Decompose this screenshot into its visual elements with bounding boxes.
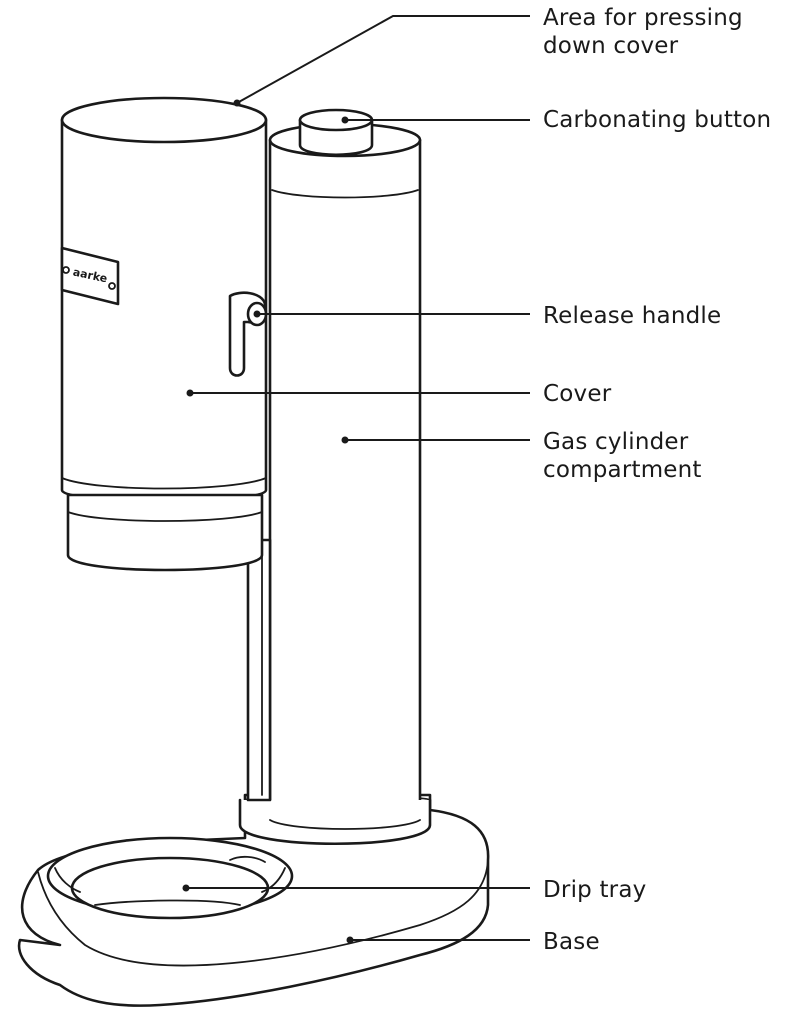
label-gas-cylinder: Gas cylinder compartment	[543, 429, 702, 483]
label-carbonating-button: Carbonating button	[543, 107, 772, 133]
leader-area-for-pressing	[236, 15, 530, 104]
cover: aarke	[60, 96, 268, 572]
brand-plate: aarke	[60, 246, 120, 306]
label-release-handle: Release handle	[543, 303, 722, 329]
carbonating-button	[298, 108, 374, 157]
leader-lines	[182, 15, 530, 944]
label-area-for-pressing: Area for pressing down cover	[543, 5, 743, 59]
support-rod	[246, 538, 272, 802]
label-cover: Cover	[543, 381, 612, 407]
label-drip-tray: Drip tray	[543, 877, 647, 903]
drip-tray	[46, 836, 294, 920]
label-base: Base	[543, 929, 600, 955]
